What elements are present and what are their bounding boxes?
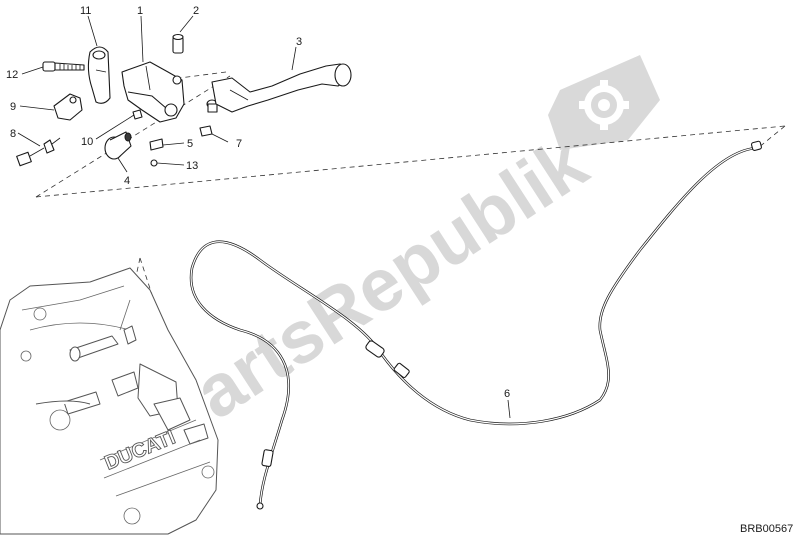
callout-10: 10 <box>81 136 93 148</box>
callout-1: 1 <box>137 5 143 17</box>
part-7-bushing <box>199 99 218 137</box>
part-13-screw <box>150 159 158 167</box>
watermark-text: PartsRepublik <box>139 120 602 461</box>
part-6-clutch-cable <box>189 140 762 510</box>
callout-5: 5 <box>187 138 193 150</box>
part-4-switch <box>104 131 132 160</box>
callout-13: 13 <box>186 160 198 172</box>
callout-6: 6 <box>504 388 510 400</box>
watermark: PartsRepublik <box>139 55 660 461</box>
callout-labels: 11 1 2 3 12 9 8 10 7 5 4 13 6 <box>6 5 510 400</box>
part-2-pin <box>172 33 184 54</box>
part-9-clamp-half <box>53 93 83 121</box>
callout-8: 8 <box>10 128 16 140</box>
engine-clutch-cover: DUCATI <box>0 267 219 535</box>
callout-3: 3 <box>296 36 302 48</box>
callout-9: 9 <box>10 101 16 113</box>
part-12-screw <box>42 61 85 72</box>
callout-4: 4 <box>124 175 130 187</box>
part-8-connector <box>16 137 61 167</box>
part-11-clamp <box>87 46 111 104</box>
callout-7: 7 <box>236 138 242 150</box>
part-1-lever-body <box>121 61 185 123</box>
part-5-bracket <box>149 138 164 151</box>
part-3-lever <box>211 63 352 113</box>
diagram-reference-code: BRB00567 <box>740 523 793 535</box>
lever-assembly <box>16 33 352 167</box>
leader-lines <box>17 15 511 419</box>
part-10-clip <box>132 109 143 120</box>
callout-12: 12 <box>6 69 18 81</box>
callout-2: 2 <box>193 5 199 17</box>
callout-11: 11 <box>80 5 91 17</box>
watermark-gear-flag-logo <box>548 55 660 150</box>
